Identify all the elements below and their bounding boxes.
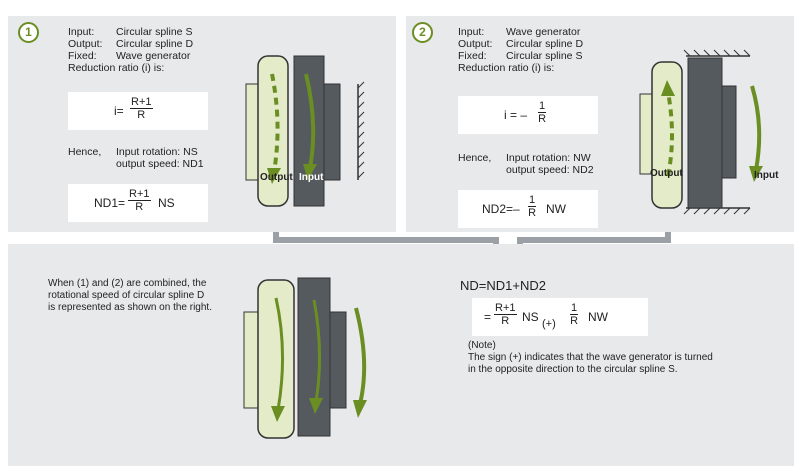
hence-label: Hence, — [68, 146, 102, 158]
fixed-key: Fixed: — [68, 50, 97, 62]
panel-case-1: 1 Input: Circular spline S Output: Circula… — [8, 16, 396, 232]
output-value: Circular spline D — [506, 38, 584, 50]
input-label: Input — [754, 170, 779, 181]
input-rotation-text: Input rotation: NW — [506, 152, 591, 164]
nd-rhs: NW — [546, 202, 566, 216]
formula-denominator: R — [137, 109, 146, 121]
output-speed-text: output speed: ND1 — [116, 158, 204, 170]
case-2-conditions: Input: Wave generator Output: Circular spl… — [458, 26, 583, 74]
description-line-3: is represented as shown on the right. — [48, 302, 212, 313]
output-key: Output: — [458, 38, 493, 50]
output-label: Output — [260, 172, 293, 183]
formula-i: i = – — [504, 108, 528, 122]
output-label: Output — [650, 168, 683, 179]
speed-formula-box: ND2=– 1 R NW — [458, 190, 598, 228]
output-key: Output: — [68, 38, 103, 50]
input-rotation-text: Input rotation: NS — [116, 146, 198, 158]
nd-numerator: 1 — [528, 194, 537, 207]
fixed-value: Circular spline S — [506, 50, 583, 62]
combined-formula-box: = R+1 R NS (+) 1 R NW — [472, 298, 648, 336]
eq-frac2-denominator: R — [570, 315, 579, 327]
harmonic-drive-illustration-1 — [245, 55, 365, 207]
input-value: Wave generator — [506, 26, 581, 38]
fixed-key: Fixed: — [458, 50, 487, 62]
combined-description: When (1) and (2) are combined, the rotat… — [48, 278, 212, 314]
note-title: (Note) — [468, 340, 496, 351]
description-line-1: When (1) and (2) are combined, the — [48, 278, 207, 289]
panel-case-2: 2 Input: Wave generator Output: Circular s… — [406, 16, 794, 232]
nd-lhs: ND1= — [94, 196, 126, 210]
nd-denominator: R — [135, 201, 144, 213]
input-key: Input: — [68, 26, 95, 38]
speed-formula-box: ND1= R+1 R NS — [68, 184, 208, 222]
panel-combined: When (1) and (2) are combined, the rotat… — [8, 244, 794, 466]
eq-frac1-denominator: R — [501, 315, 510, 327]
formula-numerator: R+1 — [130, 96, 153, 109]
harmonic-drive-illustration-2 — [639, 49, 763, 215]
note-line-2: in the opposite direction to the circula… — [468, 364, 678, 375]
eq-frac1-numerator: R+1 — [494, 302, 517, 315]
eq-frac2-numerator: 1 — [570, 302, 579, 315]
ratio-formula-box: i = – 1 R — [458, 96, 598, 134]
nd-denominator: R — [528, 207, 537, 219]
eq-plus-sign: (+) — [542, 318, 556, 330]
combined-equation: ND=ND1+ND2 — [460, 278, 546, 293]
output-speed-text: output speed: ND2 — [506, 164, 594, 176]
step-number-badge: 2 — [412, 22, 433, 43]
nd-lhs: ND2=– — [482, 202, 520, 216]
input-label: Input — [299, 172, 324, 183]
nd-numerator: R+1 — [128, 188, 151, 201]
note-line-1: The sign (+) indicates that the wave gen… — [468, 352, 713, 363]
harmonic-drive-illustration-combined — [243, 277, 367, 439]
ratio-text: Reduction ratio (i) is: — [458, 62, 555, 74]
eq-ns: NS — [522, 310, 539, 324]
fixed-value: Wave generator — [116, 50, 191, 62]
note-block: (Note) The sign (+) indicates that the w… — [468, 340, 713, 376]
input-key: Input: — [458, 26, 485, 38]
ratio-formula-box: i= R+1 R — [68, 92, 208, 130]
input-value: Circular spline S — [116, 26, 193, 38]
nd-rhs: NS — [158, 196, 175, 210]
step-number-badge: 1 — [18, 22, 39, 43]
formula-i: i= — [114, 104, 124, 118]
case-1-conditions: Input: Circular spline S Output: Circular … — [68, 26, 193, 74]
formula-denominator: R — [538, 113, 547, 125]
eq-equals: = — [484, 310, 492, 324]
formula-numerator: 1 — [538, 100, 547, 113]
ratio-text: Reduction ratio (i) is: — [68, 62, 165, 74]
hence-label: Hence, — [458, 152, 492, 164]
output-value: Circular spline D — [116, 38, 194, 50]
eq-nw: NW — [588, 310, 608, 324]
description-line-2: rotational speed of circular spline D — [48, 290, 205, 301]
